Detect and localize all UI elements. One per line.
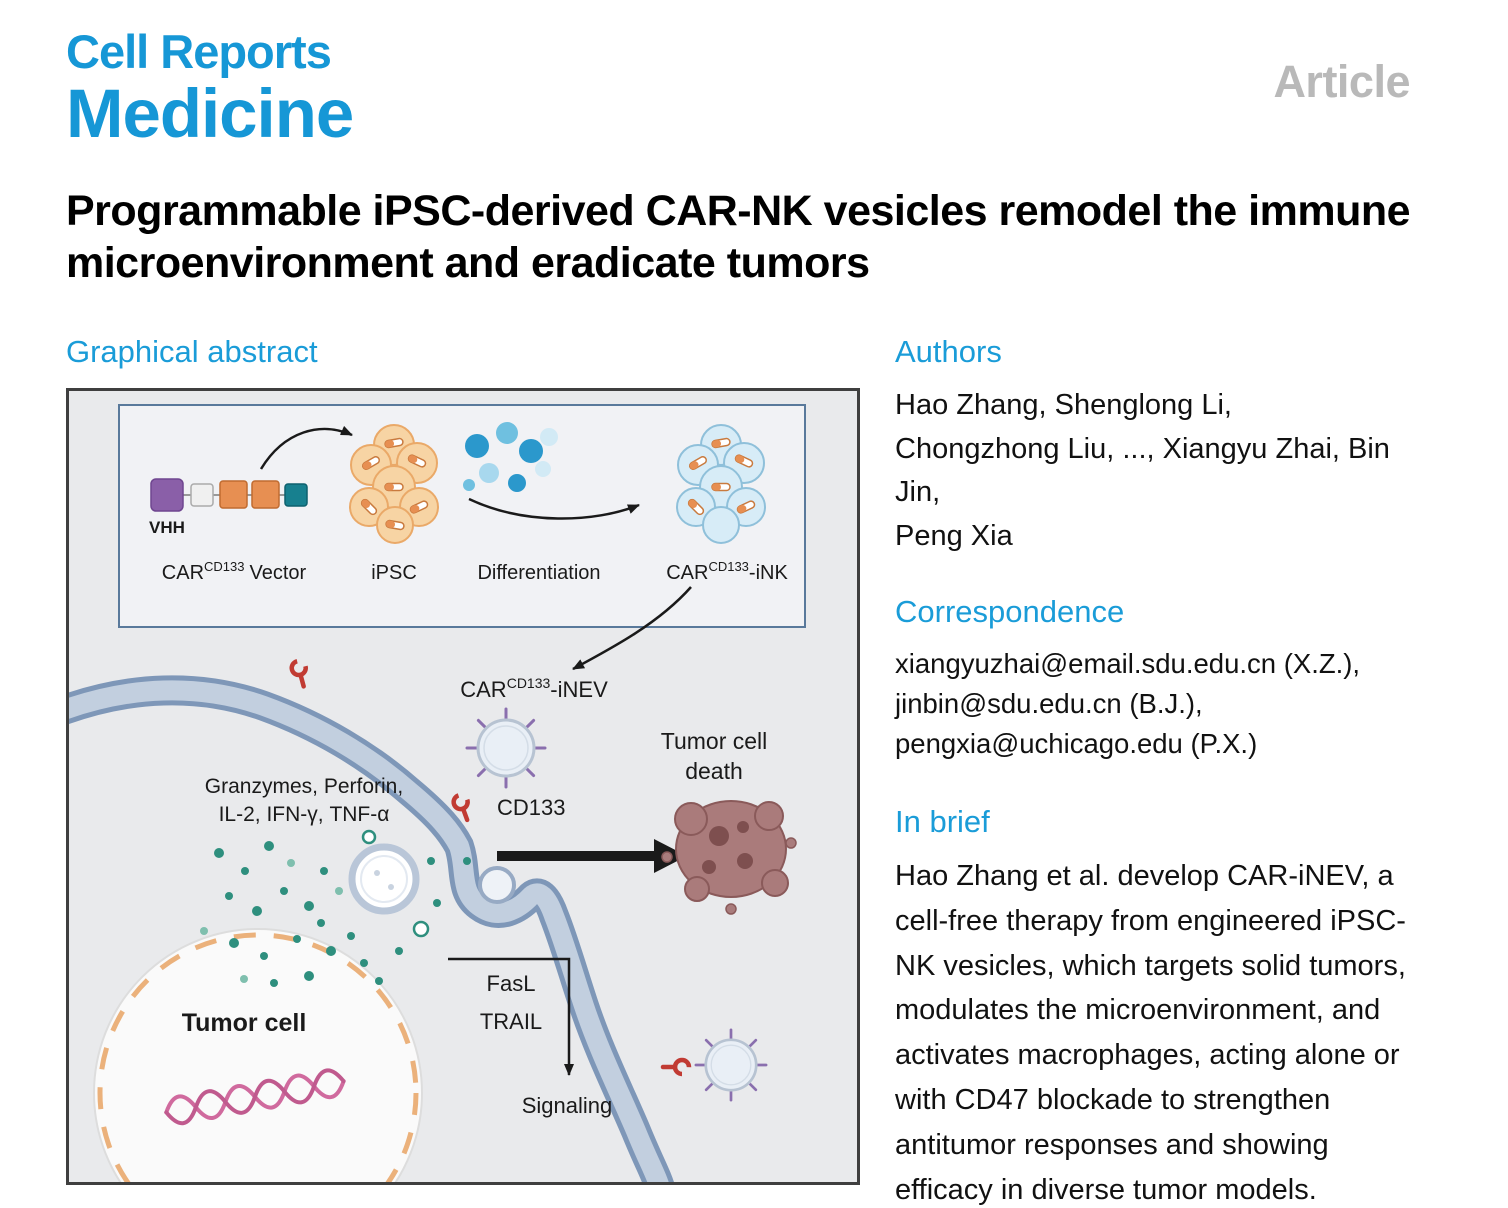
correspondence-text: xiangyuzhai@email.sdu.edu.cn (X.Z.), jin… [895,644,1420,764]
differentiation-arrow [468,497,640,520]
differentiation-label: Differentiation [477,562,600,584]
trail-label: TRAIL [480,1009,542,1034]
ipsc-label: iPSC [371,562,417,584]
granule-dots [200,829,471,987]
correspondence-line: xiangyuzhai@email.sdu.edu.cn (X.Z.), [895,648,1361,679]
cd133-label: CD133 [497,795,565,820]
authors-heading: Authors [895,334,1002,369]
tumor-cell-label: Tumor cell [182,1009,307,1037]
correspondence-line: jinbin@sdu.edu.cn (B.J.), [895,687,1203,719]
authors-line: Chongzhong Liu, ..., Xiangyu Zhai, Bin J… [895,432,1390,509]
differentiation-dots [463,422,558,492]
correspondence-block: Correspondence xiangyuzhai@email.sdu.edu… [895,594,1420,764]
ink-to-inev-arrow [572,586,692,671]
journal-name-line2: Medicine [66,75,354,152]
car-vector-construct: VHH [149,478,308,537]
ink-label: CARCD133-iNK [666,559,788,584]
inev-vesicle [465,707,547,789]
signaling-label: Signaling [522,1093,613,1118]
ipsc-cluster [349,424,439,544]
paper-title: Programmable iPSC-derived CAR-NK vesicle… [66,187,1411,287]
graphical-abstract-figure: Tumor cell [46,388,860,1208]
fusing-vesicle [478,866,516,904]
tumor-death-label-line1: Tumor cell [661,728,768,754]
tumor-debris [661,800,797,915]
correspondence-heading: Correspondence [895,594,1125,629]
tumor-kill-arrow [497,839,687,873]
inev-label: CARCD133-iNEV [460,675,608,702]
bottom-receptor-icon [663,1060,689,1074]
graphical-abstract-svg: Tumor cell [46,404,806,1208]
dna-helix [164,1068,346,1126]
membrane-receptor-icon [290,659,310,688]
fasl-label: FasL [487,971,536,996]
vhh-label: VHH [149,518,185,537]
authors-text: Hao Zhang, Shenglong Li, Chongzhong Liu,… [895,384,1420,558]
cell-membrane [46,675,676,1206]
tumor-cell-body [93,928,423,1208]
correspondence-line: pengxia@uchicago.edu (P.X.) [895,727,1258,759]
cytokines-label-line1: Granzymes, Perforin, [205,775,403,798]
in-brief-heading: In brief [895,803,990,839]
signaling-bracket [448,957,574,1076]
authors-line: Hao Zhang, Shenglong Li, [895,389,1232,421]
authors-line: Peng Xia [895,519,1013,552]
ink-cluster [676,424,766,544]
journal-name-line1: Cell Reports [66,25,332,78]
process-box: VHH [118,404,806,628]
secretory-vesicle [348,843,420,915]
info-column: Authors Hao Zhang, Shenglong Li, Chongzh… [895,334,1420,1208]
article-type-label: Article [1273,56,1410,107]
vector-to-ipsc-arrow [259,425,353,470]
in-brief-block: In brief Hao Zhang et al. develop CAR-iN… [895,804,1420,1208]
cytokines-label-line2: IL-2, IFN-γ, TNF-α [219,803,390,826]
tumor-death-label-line2: death [685,758,743,784]
bottom-vesicle [694,1028,768,1102]
in-brief-text: Hao Zhang et al. develop CAR-iNEV, a cel… [895,859,1406,1207]
graphical-abstract-heading: Graphical abstract [66,334,318,369]
journal-logo: Cell Reports Medicine [66,25,354,152]
